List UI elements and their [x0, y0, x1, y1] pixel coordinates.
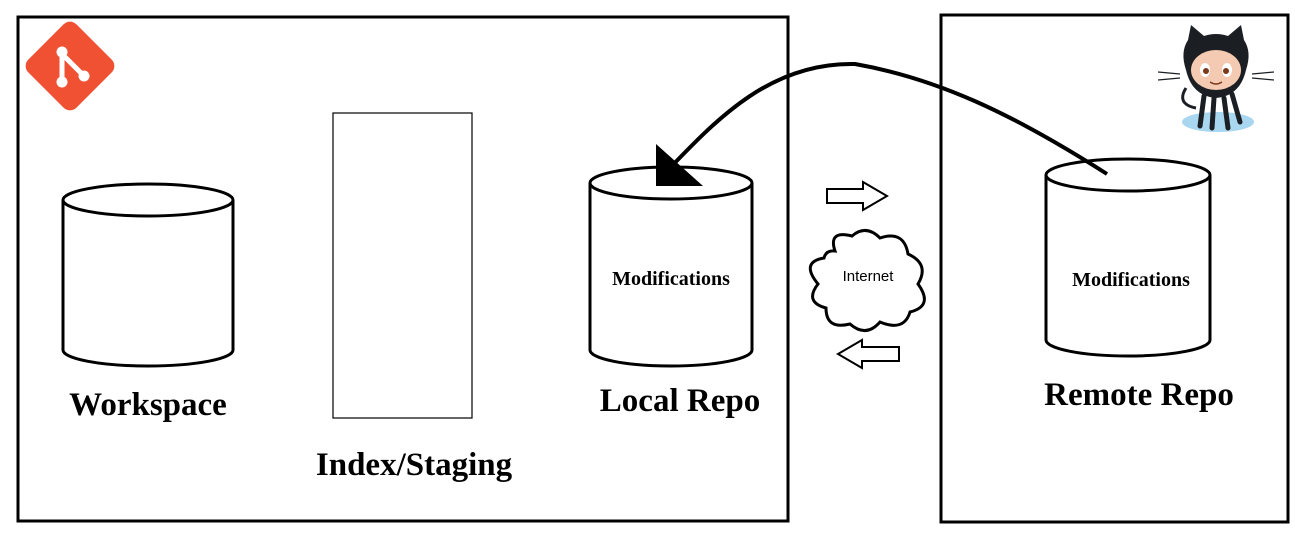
internet-label: Internet: [843, 268, 895, 285]
push-arrow-icon: [826, 180, 889, 212]
pull-arrow-icon: [836, 338, 900, 370]
remote-repo-label: Remote Repo: [1044, 377, 1234, 413]
workspace-cylinder: [61, 182, 235, 368]
local-environment-panel: [16, 15, 790, 523]
clone-arrowhead-icon: [656, 144, 703, 186]
remote-environment-panel: [939, 13, 1290, 524]
remote-modifications-label: Modifications: [1072, 269, 1190, 291]
octocat-icon: [1157, 25, 1275, 132]
local-repo-label: Local Repo: [600, 383, 760, 419]
index-staging-box: [332, 112, 473, 419]
workspace-label: Workspace: [69, 387, 227, 423]
clone-arrow-curve: [664, 61, 1109, 176]
remote-repo-cylinder: [1044, 157, 1212, 358]
internet-cloud-icon: [808, 229, 926, 332]
git-logo-icon: [25, 21, 115, 111]
local-repo-cylinder: [588, 165, 754, 368]
index-staging-label: Index/Staging: [316, 447, 513, 483]
local-modifications-label: Modifications: [612, 268, 730, 290]
